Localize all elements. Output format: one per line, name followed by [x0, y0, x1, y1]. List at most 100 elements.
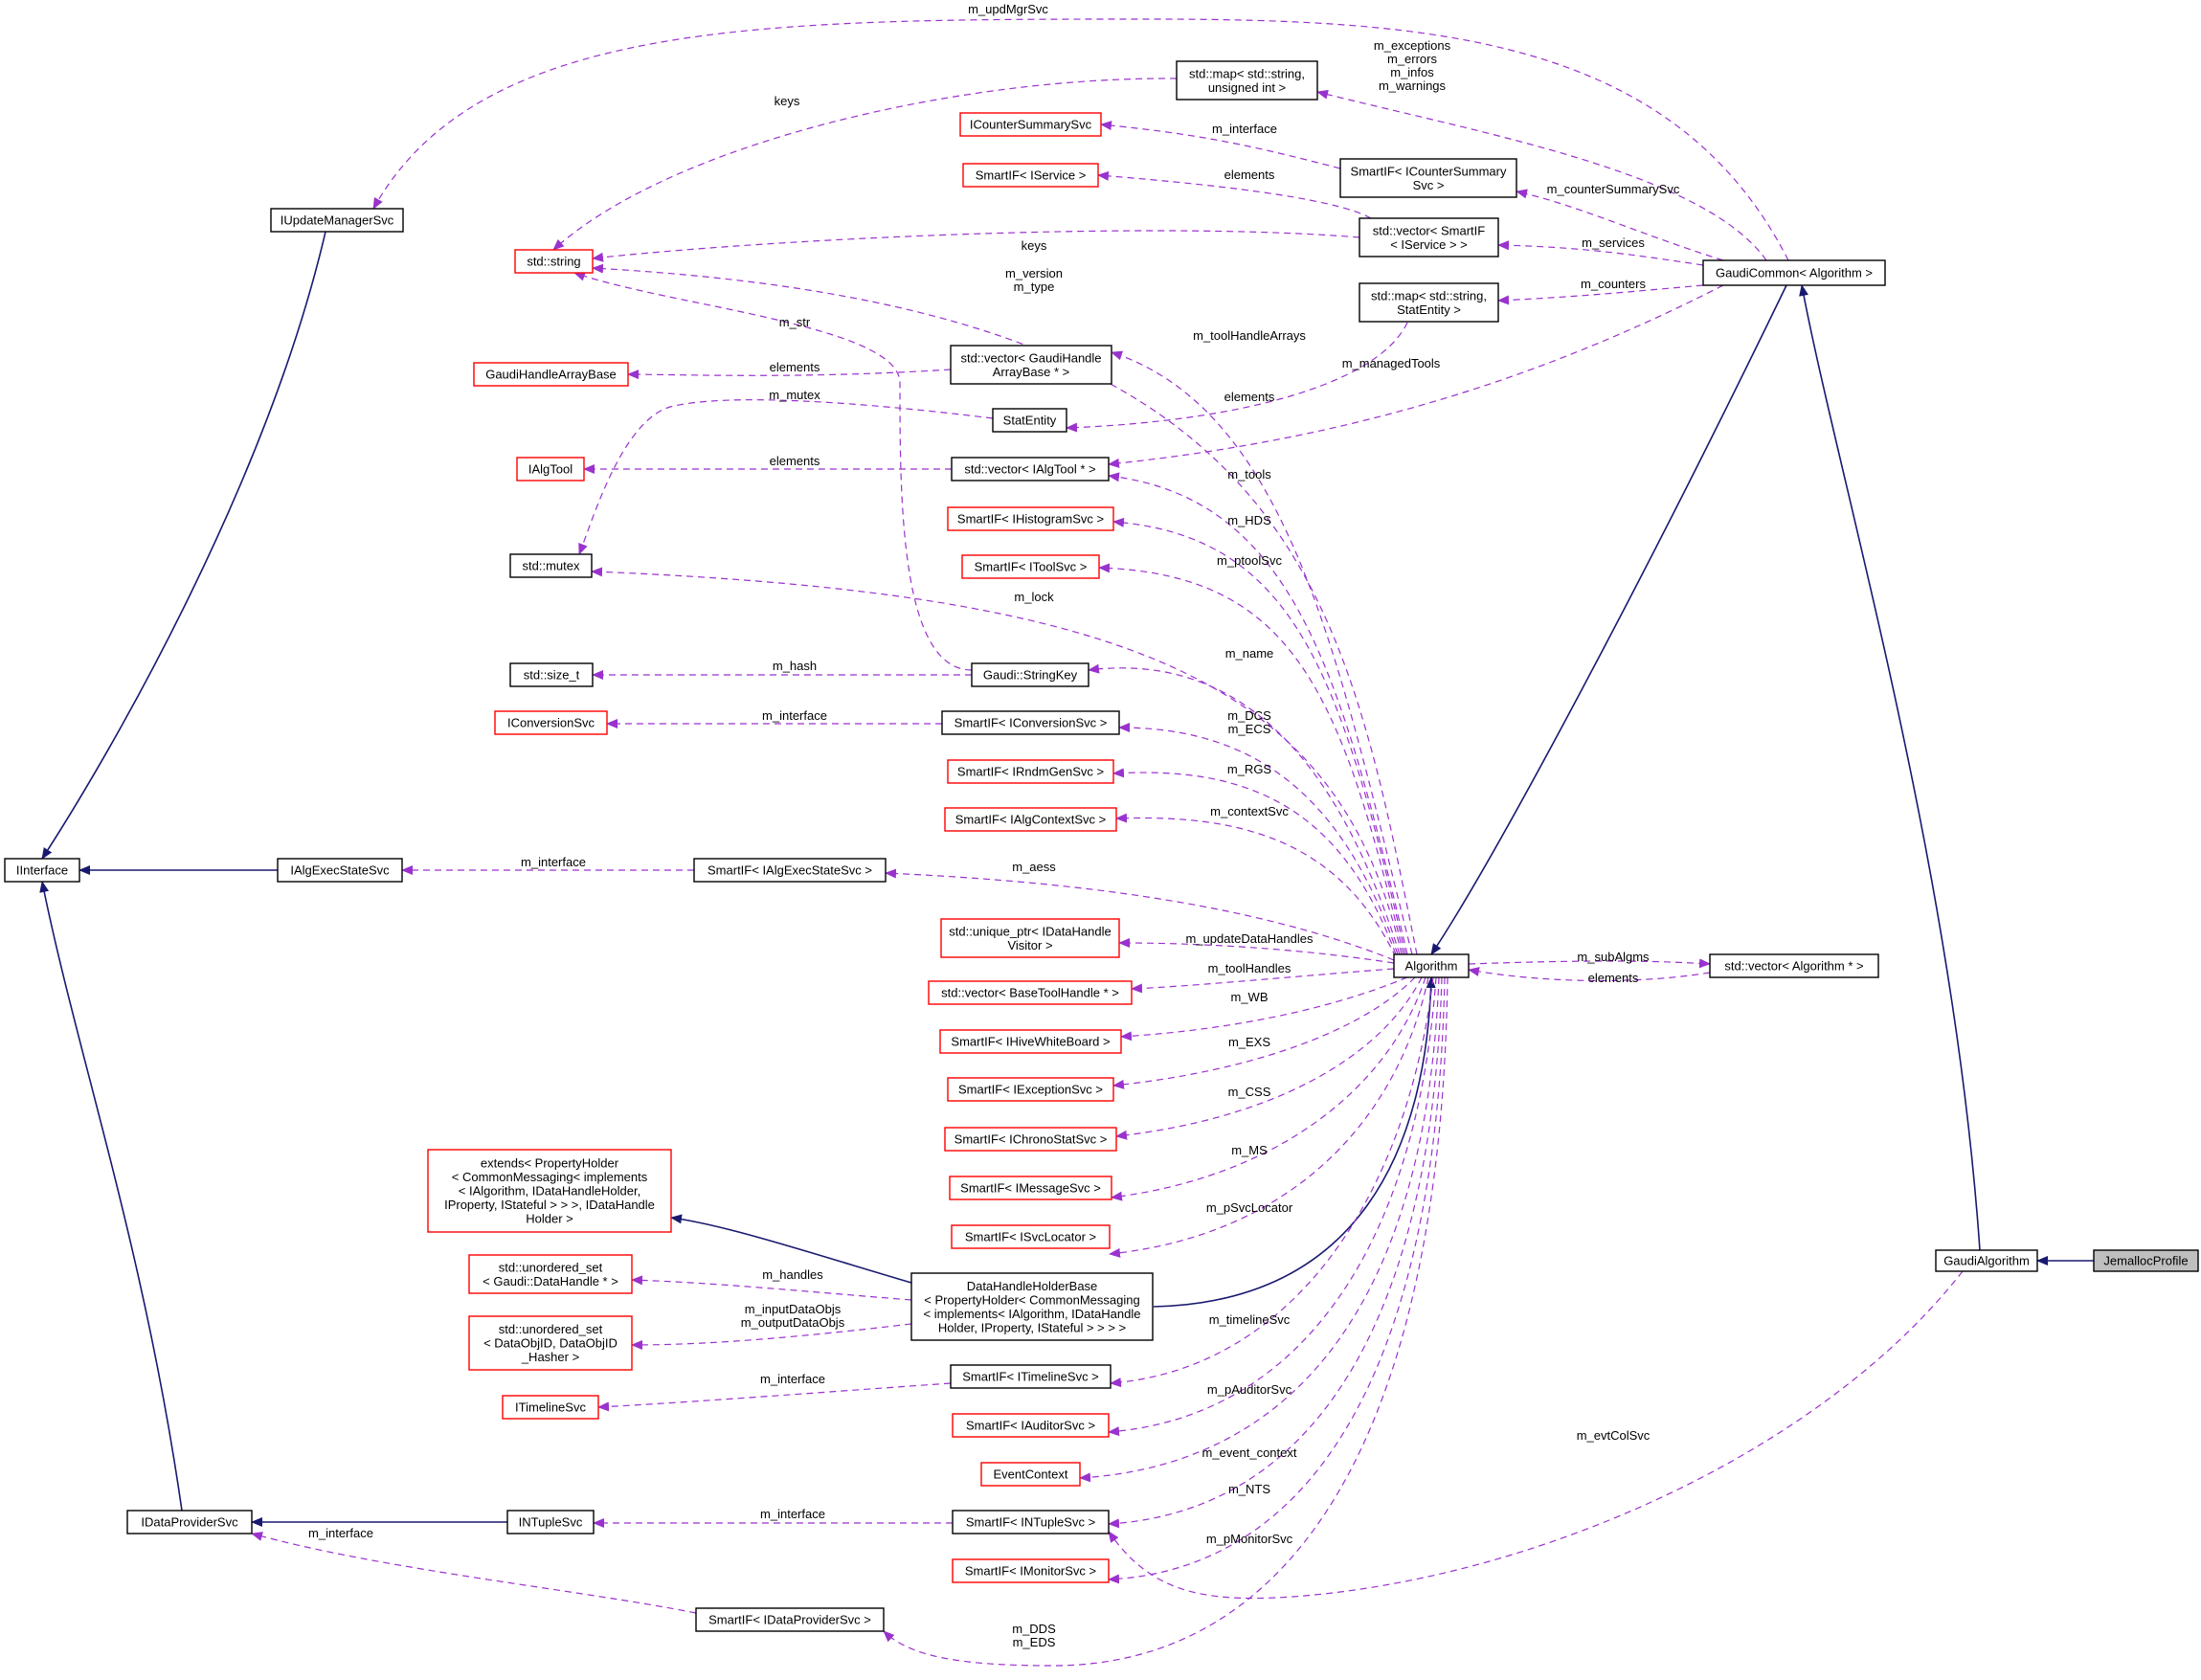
- inheritance-edge: [41, 231, 326, 860]
- node-std-size-t[interactable]: std::size_t: [509, 662, 594, 687]
- edge-label-m-rgs: m_RGS: [1227, 762, 1272, 776]
- edge-label-m-ms: m_MS: [1231, 1143, 1268, 1157]
- node-smartif-iexception-svc[interactable]: SmartIF< IExceptionSvc >: [947, 1077, 1114, 1102]
- node-vector-algorithm[interactable]: std::vector< Algorithm * >: [1709, 953, 1879, 978]
- edge-label-m-interface-conversion: m_interface: [762, 708, 827, 723]
- edge-label-m-interface-counter: m_interface: [1212, 122, 1277, 136]
- usage-edge: [1497, 284, 1704, 305]
- usage-edge: [1112, 517, 1406, 955]
- edge-label-m-aess: m_aess: [1012, 860, 1056, 874]
- edge-label-m-name: m_name: [1225, 646, 1274, 661]
- node-iconversion-svc[interactable]: IConversionSvc: [494, 710, 608, 735]
- usage-edge: [1118, 938, 1395, 964]
- node-smartif-imessage-svc[interactable]: SmartIF< IMessageSvc >: [949, 1176, 1112, 1200]
- edge-label-elements-statentity: elements: [1224, 390, 1275, 404]
- edge-label-elements-gaudihandle: elements: [770, 360, 820, 374]
- edge-label-m-timelinesvc: m_timelineSvc: [1209, 1312, 1291, 1327]
- usage-edge: [1131, 968, 1395, 994]
- node-vector-ialgtool[interactable]: std::vector< IAlgTool * >: [951, 457, 1110, 482]
- node-map-string-uint[interactable]: std::map< std::string,unsigned int >: [1176, 60, 1318, 101]
- node-intuple-svc[interactable]: INTupleSvc: [506, 1510, 595, 1534]
- usage-edge: [578, 399, 994, 555]
- node-data-handle-holder-base[interactable]: DataHandleHolderBase< PropertyHolder< Co…: [910, 1272, 1154, 1341]
- node-ialg-exec-state-svc[interactable]: IAlgExecStateSvc: [277, 858, 403, 883]
- node-itimeline-svc[interactable]: ITimelineSvc: [502, 1395, 599, 1420]
- node-smartif-iauditor-svc[interactable]: SmartIF< IAuditorSvc >: [952, 1413, 1110, 1438]
- node-smartif-intuple-svc[interactable]: SmartIF< INTupleSvc >: [952, 1510, 1110, 1534]
- usage-edge: [1112, 976, 1416, 1089]
- node-smartif-ihive-white-board[interactable]: SmartIF< IHiveWhiteBoard >: [939, 1029, 1122, 1054]
- node-algorithm[interactable]: Algorithm: [1393, 953, 1470, 978]
- node-unordered-set-dataobjid[interactable]: std::unordered_set< DataObjID, DataObjID…: [468, 1315, 633, 1371]
- node-label: std::vector< IAlgTool * >: [964, 462, 1095, 477]
- node-vector-smartif-iservice[interactable]: std::vector< SmartIF< IService > >: [1359, 217, 1499, 258]
- node-smartif-iconversion-svc[interactable]: SmartIF< IConversionSvc >: [941, 710, 1120, 735]
- node-extends-property-holder[interactable]: extends< PropertyHolder< CommonMessaging…: [427, 1149, 672, 1233]
- node-smartif-iservice[interactable]: SmartIF< IService >: [962, 163, 1099, 188]
- node-label: StatEntity: [1003, 414, 1057, 428]
- edge-label-m-services: m_services: [1582, 235, 1645, 250]
- edge-label-m-hash: m_hash: [773, 659, 817, 673]
- inheritance-edge: [670, 1214, 912, 1284]
- usage-edge: [1097, 170, 1372, 219]
- node-smartif-ialg-context-svc[interactable]: SmartIF< IAlgContextSvc >: [944, 807, 1117, 832]
- node-label: SmartIF< ITimelineSvc >: [962, 1370, 1099, 1384]
- node-label: SmartIF< IConversionSvc >: [955, 716, 1108, 730]
- node-label: std::map< std::string,StatEntity >: [1371, 288, 1487, 317]
- node-vector-base-tool-handle[interactable]: std::vector< BaseToolHandle * >: [928, 980, 1133, 1005]
- node-unordered-set-datahandle[interactable]: std::unordered_set< Gaudi::DataHandle * …: [468, 1254, 633, 1294]
- edge-label-m-handles: m_handles: [762, 1267, 823, 1282]
- node-smartif-ialg-exec-state-svc[interactable]: SmartIF< IAlgExecStateSvc >: [693, 858, 887, 883]
- node-smartif-ihistogram-svc[interactable]: SmartIF< IHistogramSvc >: [947, 506, 1114, 531]
- usage-edge: [883, 976, 1449, 1667]
- inheritance-edge: [1153, 976, 1436, 1308]
- node-label: extends< PropertyHolder< CommonMessaging…: [444, 1156, 655, 1226]
- edge-label-m-str: m_str: [779, 315, 811, 329]
- usage-edge: [1109, 976, 1429, 1258]
- node-label: std::map< std::string,unsigned int >: [1189, 66, 1305, 95]
- node-event-context[interactable]: EventContext: [980, 1462, 1081, 1487]
- node-smartif-imonitor-svc[interactable]: SmartIF< IMonitorSvc >: [952, 1558, 1110, 1583]
- edge-label-m-psvclocator: m_pSvcLocator: [1206, 1200, 1293, 1215]
- usage-edge: [552, 78, 1178, 251]
- node-smartif-idata-provider-svc[interactable]: SmartIF< IDataProviderSvc >: [695, 1607, 885, 1632]
- node-iupdate-manager-svc[interactable]: IUpdateManagerSvc: [270, 208, 404, 233]
- node-label: JemallocProfile: [2103, 1254, 2188, 1268]
- node-std-string[interactable]: std::string: [514, 249, 594, 274]
- node-gaudi-algorithm[interactable]: GaudiAlgorithm: [1935, 1249, 2038, 1272]
- node-map-string-statentity[interactable]: std::map< std::string,StatEntity >: [1359, 282, 1499, 323]
- usage-edge: [631, 1275, 912, 1301]
- node-label: std::string: [527, 255, 580, 269]
- edge-label-m-toolhandlearrays: m_toolHandleArrays: [1193, 328, 1306, 343]
- node-smartif-itimeline-svc[interactable]: SmartIF< ITimelineSvc >: [950, 1364, 1112, 1389]
- usage-edge: [1100, 121, 1341, 169]
- node-idata-provider-svc[interactable]: IDataProviderSvc: [126, 1510, 253, 1534]
- node-label: SmartIF< IService >: [976, 168, 1087, 183]
- node-smartif-ichrono-stat-svc[interactable]: SmartIF< IChronoStatSvc >: [944, 1127, 1117, 1152]
- usage-edge: [1468, 958, 1711, 969]
- node-smartif-itool-svc[interactable]: SmartIF< IToolSvc >: [961, 554, 1100, 579]
- edge-label-elements-service: elements: [1224, 168, 1275, 182]
- node-gaudi-common[interactable]: GaudiCommon< Algorithm >: [1702, 259, 1886, 286]
- node-iinterface[interactable]: IInterface: [4, 858, 80, 883]
- node-smartif-irndm-gen-svc[interactable]: SmartIF< IRndmGenSvc >: [947, 759, 1114, 784]
- node-icounter-summary-svc[interactable]: ICounterSummarySvc: [959, 112, 1102, 137]
- edge-label-keys-statentity: keys: [1022, 238, 1047, 253]
- node-stat-entity[interactable]: StatEntity: [992, 408, 1067, 433]
- node-smartif-isvc-locator[interactable]: SmartIF< ISvcLocator >: [951, 1224, 1111, 1249]
- node-label: IDataProviderSvc: [141, 1515, 238, 1530]
- node-label: ITimelineSvc: [515, 1400, 586, 1415]
- node-jemalloc-profile[interactable]: JemallocProfile: [2093, 1249, 2199, 1272]
- node-gaudi-handle-array-base[interactable]: GaudiHandleArrayBase: [473, 362, 629, 387]
- node-gaudi-string-key[interactable]: Gaudi::StringKey: [971, 662, 1089, 687]
- inheritance-edge: [1430, 284, 1787, 955]
- node-std-mutex[interactable]: std::mutex: [509, 553, 593, 578]
- node-ialg-tool[interactable]: IAlgTool: [516, 457, 585, 482]
- node-label: std::mutex: [523, 559, 580, 573]
